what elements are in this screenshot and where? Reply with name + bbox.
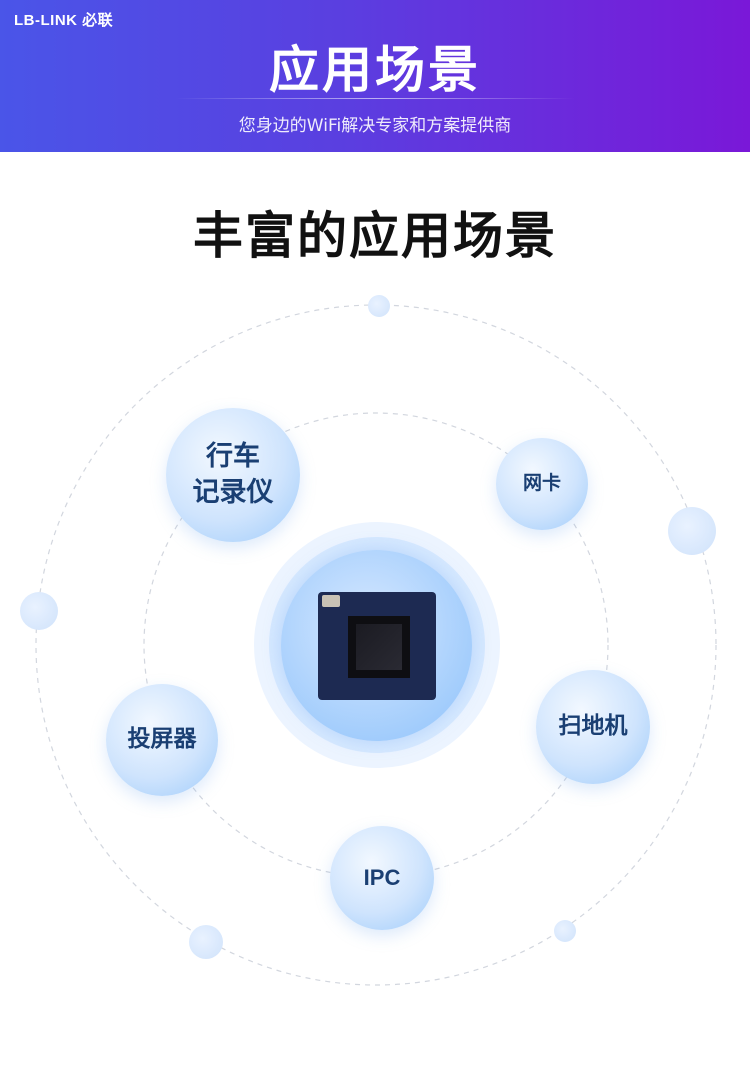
wifi-module-image [318, 592, 436, 700]
header-banner: LB-LINK 必联 应用场景 您身边的WiFi解决专家和方案提供商 [0, 0, 750, 152]
app-bubble-robot-vacuum: 扫地机 [536, 670, 650, 784]
header-subtitle: 您身边的WiFi解决专家和方案提供商 [238, 116, 512, 136]
app-bubble-screen-mirroring: 投屏器 [106, 684, 218, 796]
orbit-dot [554, 920, 576, 942]
header-title: 应用场景 [269, 41, 481, 99]
app-bubble-network-card: 网卡 [496, 438, 588, 530]
orbit-dot [368, 295, 390, 317]
brand-logo: LB-LINK 必联 [14, 12, 114, 29]
orbit-dot [20, 592, 58, 630]
chip-ic [348, 616, 410, 678]
orbit-dot [189, 925, 223, 959]
app-bubble-dashcam: 行车 记录仪 [166, 408, 300, 542]
crystal-component [322, 595, 340, 607]
app-bubble-ipc: IPC [330, 826, 434, 930]
header-divider [175, 98, 575, 99]
page-title: 丰富的应用场景 [193, 207, 557, 265]
orbit-dot [668, 507, 716, 555]
